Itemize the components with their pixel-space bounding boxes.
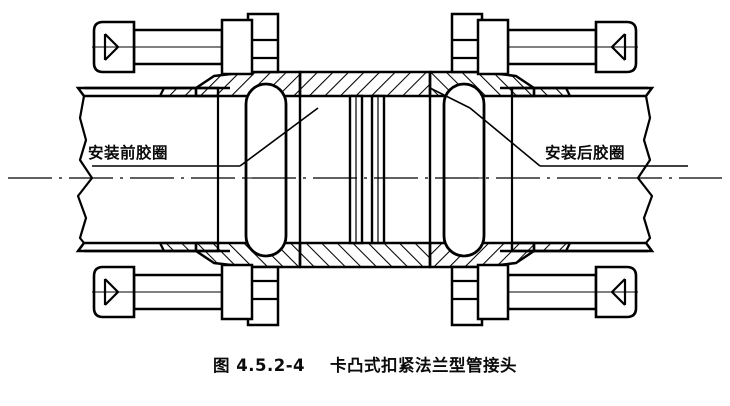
- center-pipe-end-faces: [348, 94, 386, 245]
- pipe-body-walls: [84, 86, 648, 253]
- socket-head-cap-screw-top-right: [476, 18, 638, 76]
- rubber-ring-before-installation: [244, 82, 288, 258]
- rubber-ring-after-installation: [442, 82, 486, 258]
- label-before-installation: 安装前胶圈: [88, 143, 168, 162]
- left-pipe-section: [75, 86, 220, 253]
- label-after-installation: 安装后胶圈: [545, 143, 625, 162]
- socket-head-cap-screw-bottom-right: [476, 263, 638, 321]
- right-label-leader: [429, 87, 688, 167]
- left-label-leader: [92, 107, 319, 167]
- left-break-line: [76, 87, 94, 252]
- right-flange: [428, 12, 572, 327]
- right-pipe-section: [510, 86, 655, 253]
- right-break-line: [636, 87, 654, 252]
- socket-head-cap-screw-top-left: [92, 18, 254, 76]
- central-clamp-band: [298, 70, 432, 269]
- socket-head-cap-screw-bottom-left: [92, 263, 254, 321]
